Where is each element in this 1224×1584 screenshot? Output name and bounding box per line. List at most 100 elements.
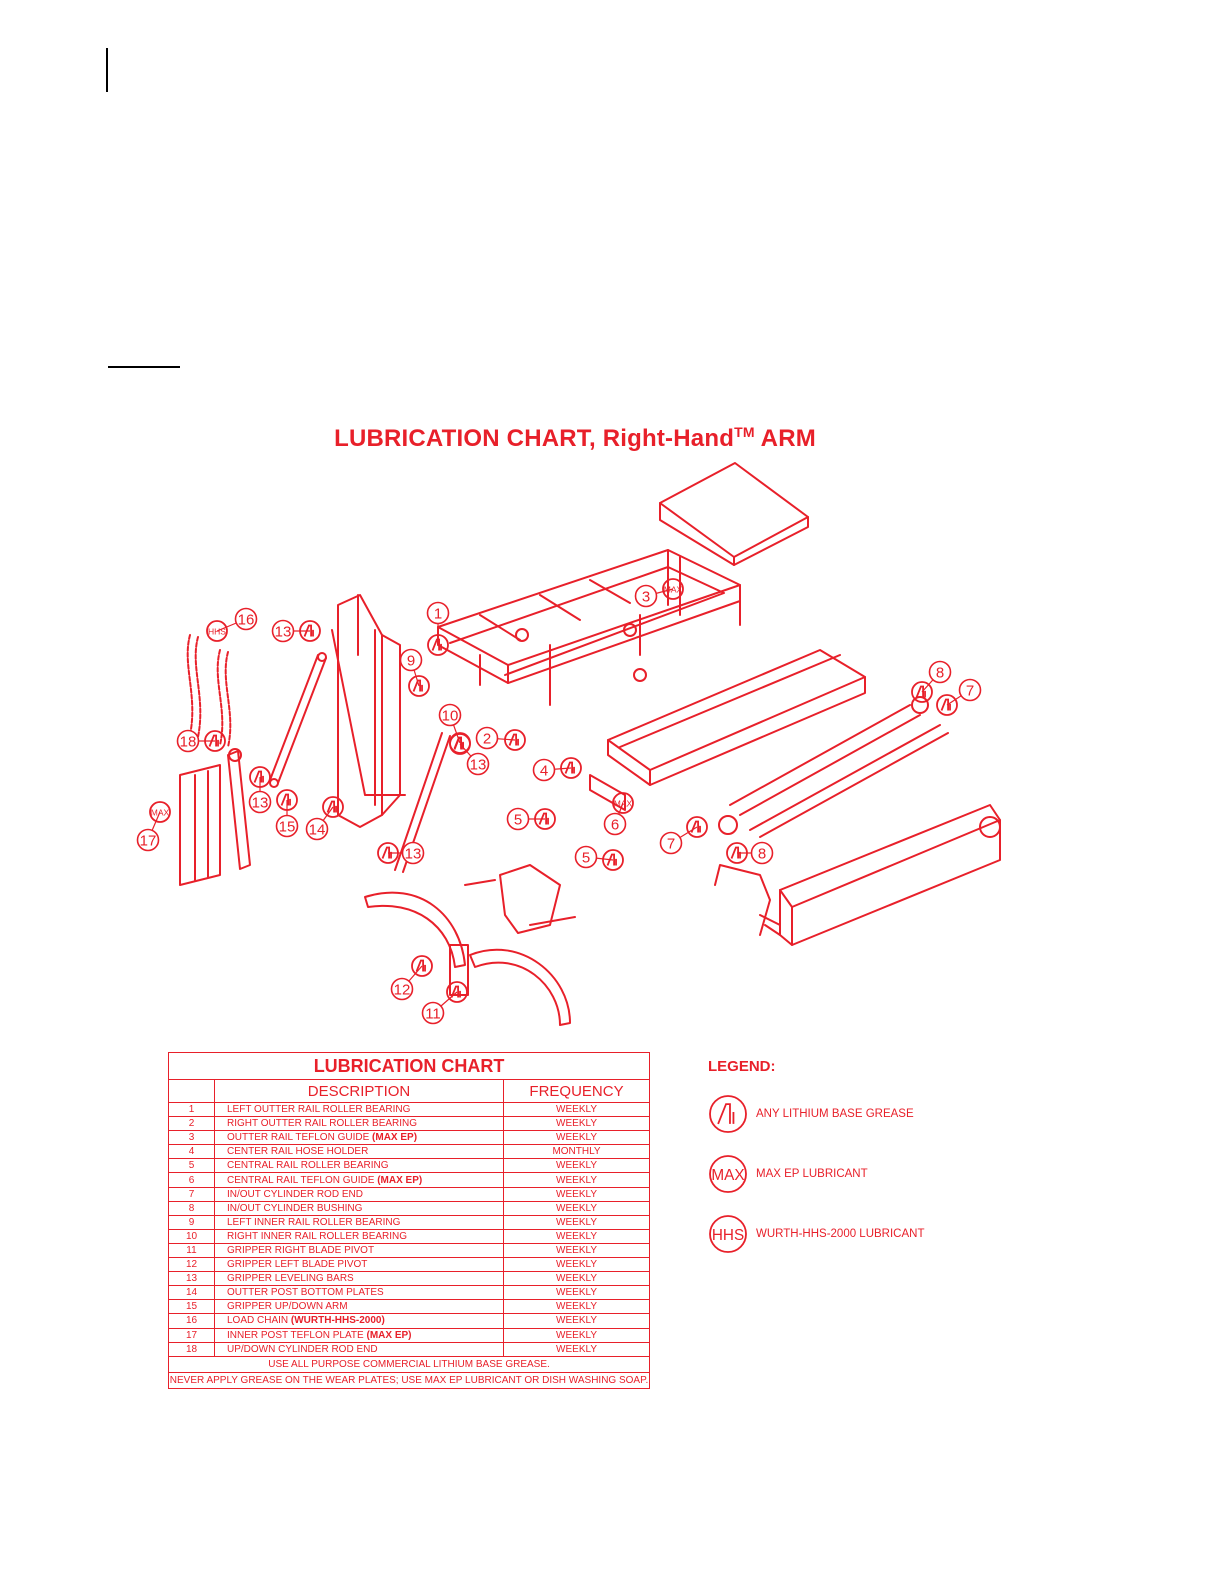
grease-symbol-icon: [686, 816, 708, 838]
svg-text:MAX: MAX: [151, 807, 170, 817]
description-text: IN/OUT CYLINDER BUSHING: [227, 1202, 363, 1214]
callout-number: 18: [180, 734, 197, 751]
description-text: GRIPPER UP/DOWN ARM: [227, 1301, 348, 1313]
callout-number: 13: [252, 795, 269, 812]
callout-8: 8: [726, 841, 774, 865]
row-frequency: WEEKLY: [502, 1116, 651, 1132]
header-description: DESCRIPTION: [214, 1079, 504, 1103]
description-text: CENTRAL RAIL TEFLON GUIDE: [227, 1174, 378, 1186]
row-description: LEFT INNER RAIL ROLLER BEARING: [214, 1214, 504, 1230]
callout-number: 5: [514, 812, 522, 829]
row-description: CENTRAL RAIL ROLLER BEARING: [214, 1158, 504, 1174]
row-number: 10: [168, 1228, 215, 1244]
row-description: UP/DOWN CYLINDER ROD END: [214, 1341, 504, 1357]
footer-note-1: USE ALL PURPOSE COMMERCIAL LITHIUM BASE …: [167, 1355, 651, 1373]
callout-13: 13: [248, 766, 272, 814]
row-description: OUTTER RAIL TEFLON GUIDE (MAX EP): [214, 1130, 504, 1146]
grease-symbol-icon: [560, 757, 582, 779]
row-number: 1: [168, 1101, 215, 1118]
row-number: 15: [168, 1299, 215, 1315]
row-frequency: WEEKLY: [502, 1242, 651, 1259]
row-frequency: WEEKLY: [502, 1285, 651, 1301]
row-number: 9: [168, 1214, 215, 1230]
description-text: OUTTER RAIL TEFLON GUIDE: [227, 1132, 373, 1144]
footer-note-2: NEVER APPLY GREASE ON THE WEAR PLATES; U…: [167, 1371, 651, 1389]
grease-symbol-icon: [504, 729, 526, 751]
row-description: OUTTER POST BOTTOM PLATES: [214, 1285, 504, 1301]
callout-13: 13: [449, 733, 490, 776]
legend-title: LEGEND:: [708, 1058, 776, 1075]
grease-symbol-icon: [249, 766, 271, 788]
row-description: RIGHT OUTTER RAIL ROLLER BEARING: [214, 1116, 504, 1132]
callout-number: 7: [667, 836, 675, 853]
svg-text:HHS: HHS: [208, 626, 226, 636]
description-text: RIGHT INNER RAIL ROLLER BEARING: [227, 1230, 408, 1242]
title-suffix: ARM: [754, 425, 816, 452]
callout-7: 7: [659, 816, 708, 855]
svg-text:MAX: MAX: [711, 1167, 744, 1184]
callout-number: 4: [540, 763, 548, 780]
outer-rail-frame: [437, 549, 741, 706]
description-text: GRIPPER LEFT BLADE PIVOT: [227, 1259, 368, 1271]
row-number: 5: [168, 1158, 215, 1174]
callout-13: 13: [377, 841, 425, 865]
row-number: 6: [168, 1172, 215, 1188]
description-text: GRIPPER LEVELING BARS: [227, 1273, 354, 1285]
hhs-symbol-icon: HHS: [709, 1215, 747, 1253]
row-description: IN/OUT CYLINDER ROD END: [214, 1186, 504, 1202]
max-symbol-icon: MAX: [149, 801, 171, 823]
callout-number: 8: [936, 665, 944, 682]
legend-item: HHS WURTH-HHS-2000 LUBRICANT: [708, 1214, 924, 1254]
table-title: LUBRICATION CHART: [167, 1052, 651, 1080]
row-description: IN/OUT CYLINDER BUSHING: [214, 1200, 504, 1216]
grease-symbol-icon: [276, 789, 298, 811]
callout-13: 13: [271, 619, 321, 643]
grease-symbol-icon: [204, 730, 226, 752]
description-text: CENTER RAIL HOSE HOLDER: [227, 1146, 369, 1158]
row-number: 18: [168, 1341, 215, 1357]
row-description: GRIPPER UP/DOWN ARM: [214, 1299, 504, 1315]
callout-number: 13: [470, 757, 487, 774]
title-text: LUBRICATION CHART, Right-Hand: [334, 425, 735, 452]
callout-9: 9: [399, 648, 430, 697]
table-row: 2 RIGHT OUTTER RAIL ROLLER BEARING WEEKLY: [168, 1116, 651, 1132]
row-number: 2: [168, 1116, 215, 1132]
grease-symbol-icon: [709, 1095, 747, 1133]
row-description: CENTRAL RAIL TEFLON GUIDE (MAX EP): [214, 1172, 504, 1188]
row-frequency: WEEKLY: [502, 1172, 651, 1188]
row-number: 17: [168, 1327, 215, 1343]
lubrication-table: LUBRICATION CHART DESCRIPTION FREQUENCY …: [167, 1052, 651, 1389]
in-out-cylinder: [718, 696, 949, 838]
row-frequency: WEEKLY: [502, 1341, 651, 1357]
grease-symbol-icon: [427, 634, 449, 656]
callout-number: 9: [407, 653, 415, 670]
callout-number: 17: [140, 833, 157, 850]
grease-symbol-icon: [936, 694, 958, 716]
inner-rail: [714, 804, 1001, 946]
description-text: UP/DOWN CYLINDER ROD END: [227, 1343, 378, 1355]
main-post: [331, 594, 406, 828]
callout-number: 16: [238, 612, 255, 629]
page-title: LUBRICATION CHART, Right-HandTM ARM: [0, 424, 1150, 453]
row-frequency: WEEKLY: [502, 1130, 651, 1146]
callout-7: 7: [936, 678, 982, 716]
table-row: 18 UP/DOWN CYLINDER ROD END WEEKLY: [168, 1341, 651, 1357]
row-frequency: WEEKLY: [502, 1257, 651, 1273]
description-text: IN/OUT CYLINDER ROD END: [227, 1188, 363, 1200]
row-number: 4: [168, 1144, 215, 1160]
callout-4: 4: [532, 757, 582, 782]
legend-label: WURTH-HHS-2000 LUBRICANT: [756, 1228, 925, 1240]
description-text: RIGHT OUTTER RAIL ROLLER BEARING: [227, 1118, 418, 1130]
row-description: CENTER RAIL HOSE HOLDER: [214, 1144, 504, 1160]
